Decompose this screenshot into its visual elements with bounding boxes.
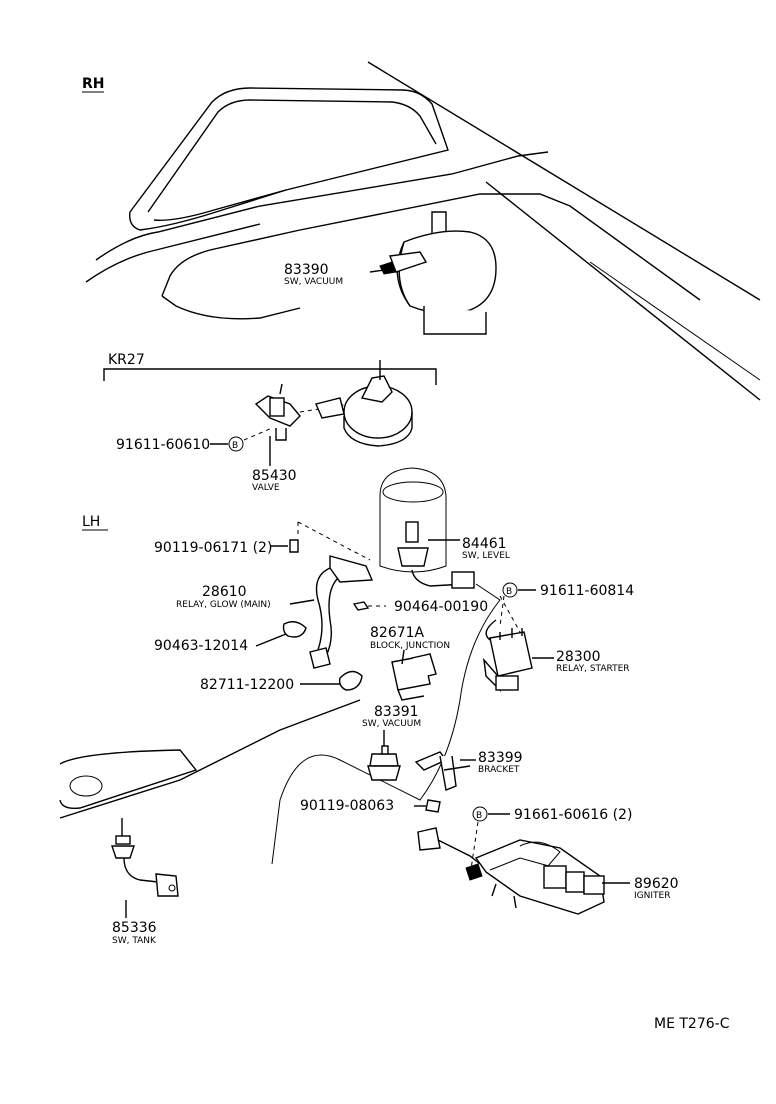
- marker-b-icon: [228, 436, 244, 452]
- part-83390-name: SW, VACUUM: [284, 277, 343, 287]
- part-90119-08063-number: 90119-08063: [300, 798, 394, 814]
- leader-91661-60616-dash: [469, 821, 479, 877]
- part-91661-60616-marker: B: [476, 811, 482, 821]
- part-91611-60814-number: 91611-60814: [540, 583, 634, 599]
- part-89620-name: IGNITER: [634, 891, 670, 901]
- part-89620-number: 89620: [634, 876, 679, 892]
- frame-edge: [59, 699, 361, 819]
- heading-rh: RH: [82, 76, 105, 92]
- vacuum-pump-drawing: [315, 360, 413, 447]
- wire-harness: [271, 583, 501, 865]
- bolt-icon: [289, 539, 299, 553]
- glow-relay-28610-drawing: [309, 555, 374, 669]
- part-90119-06171-number: 90119-06171 (2): [154, 540, 272, 556]
- part-90464-00190-number: 90464-00190: [394, 599, 488, 615]
- clip-icon: [352, 601, 370, 611]
- level-switch-84461-drawing: [379, 467, 475, 589]
- part-91611-60610-number: 91611-60610: [116, 437, 210, 453]
- leader-91611-60610-dash: [243, 427, 273, 441]
- part-28300-name: RELAY, STARTER: [556, 664, 630, 674]
- frame-hole: [69, 775, 103, 797]
- igniter-89620-drawing: [417, 827, 605, 915]
- bolt-icon: [425, 799, 441, 813]
- part-82671a-number: 82671A: [370, 625, 425, 641]
- part-85430-name: VALVE: [252, 483, 280, 493]
- part-90463-12014-number: 90463-12014: [154, 638, 248, 654]
- part-85336-name: SW, TANK: [112, 936, 157, 946]
- tank-switch-85336-drawing: [111, 818, 179, 897]
- leader-82671a: [401, 649, 405, 665]
- vacuum-switch-83390-drawing: [369, 211, 497, 335]
- marker-b-icon: [472, 806, 488, 822]
- part-85336-number: 85336: [112, 920, 157, 936]
- junction-block-82671a-drawing: [391, 653, 437, 701]
- leader-28610: [289, 599, 315, 605]
- frame-rail: [59, 749, 198, 810]
- part-84461-name: SW, LEVEL: [462, 551, 510, 561]
- vehicle-body-outline: [85, 61, 761, 401]
- part-85430-number: 85430: [252, 468, 297, 484]
- part-91611-60610-marker: B: [232, 441, 238, 451]
- clamp-icon: [282, 621, 307, 638]
- kr27-bracket: [103, 368, 437, 385]
- valve-85430-drawing: [254, 383, 351, 441]
- heading-kr27: KR27: [108, 352, 145, 368]
- part-82711-12200-number: 82711-12200: [200, 677, 294, 693]
- vacuum-switch-83391-drawing: [367, 745, 401, 781]
- part-83391-name: SW, VACUUM: [362, 719, 421, 729]
- part-83390-number: 83390: [284, 262, 329, 278]
- marker-b-icon: [502, 582, 518, 598]
- part-91611-60814-marker: B: [506, 587, 512, 597]
- band-icon: [338, 670, 363, 691]
- leader-91611-60814-dash: [499, 595, 521, 633]
- part-83399-name: BRACKET: [478, 765, 520, 775]
- bracket-83399-drawing: [414, 751, 471, 791]
- part-83399-number: 83399: [478, 750, 523, 766]
- part-28300-number: 28300: [556, 649, 601, 665]
- heading-lh: LH: [82, 514, 100, 530]
- part-83391-number: 83391: [374, 704, 419, 720]
- part-28610-name: RELAY, GLOW (MAIN): [176, 600, 271, 610]
- leader-90119-06171-dash: [297, 521, 371, 561]
- part-82671a-name: BLOCK, JUNCTION: [370, 641, 450, 651]
- part-28610-number: 28610: [202, 584, 247, 600]
- leader-90463-12014: [255, 633, 287, 647]
- starter-relay-28300-drawing: [483, 619, 533, 692]
- part-84461-number: 84461: [462, 536, 507, 552]
- part-91661-60616-number: 91661-60616 (2): [514, 807, 632, 823]
- diagram-code: ME T276-C: [654, 1016, 730, 1032]
